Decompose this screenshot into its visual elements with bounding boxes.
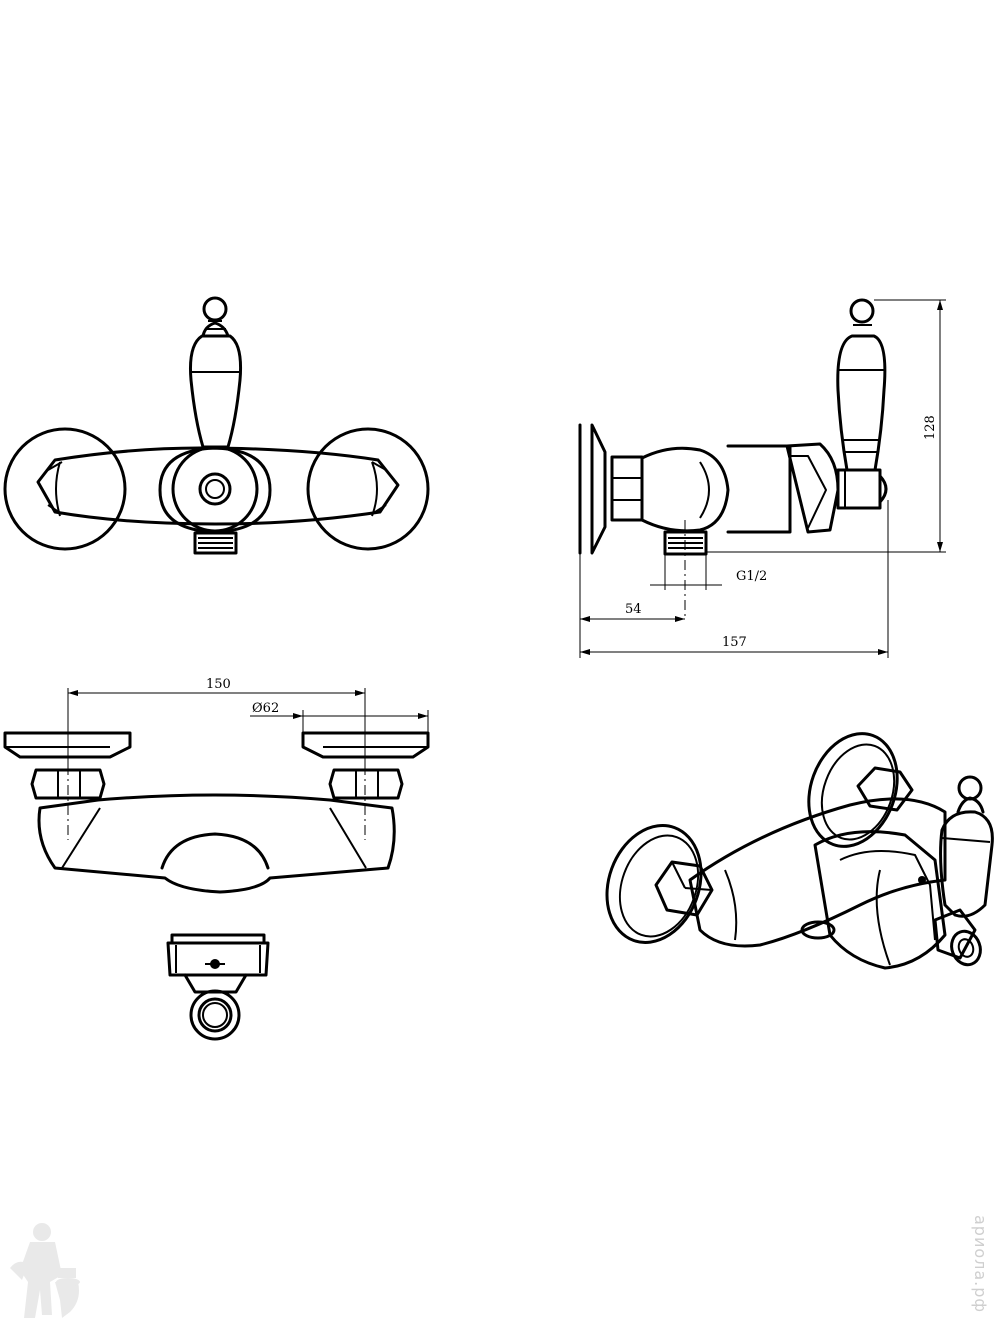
top-view xyxy=(3,688,430,894)
dim-centers-label: 150 xyxy=(206,677,231,692)
front-view xyxy=(3,296,430,555)
bottom-view xyxy=(166,933,270,1041)
watermark-site-label: ариола.рф xyxy=(971,1215,990,1314)
dim-offset-label: 54 xyxy=(625,602,642,617)
side-view xyxy=(578,298,946,658)
plumber-logo xyxy=(10,1223,80,1318)
dim-depth-label: 157 xyxy=(722,635,747,650)
dim-height-label: 128 xyxy=(923,415,938,440)
dim-thread-label: G1/2 xyxy=(736,569,767,584)
watermark-site-text: ариола.рф xyxy=(962,1215,1000,1325)
isometric-view xyxy=(605,732,994,970)
dim-diameter-label: Ø62 xyxy=(252,701,279,716)
